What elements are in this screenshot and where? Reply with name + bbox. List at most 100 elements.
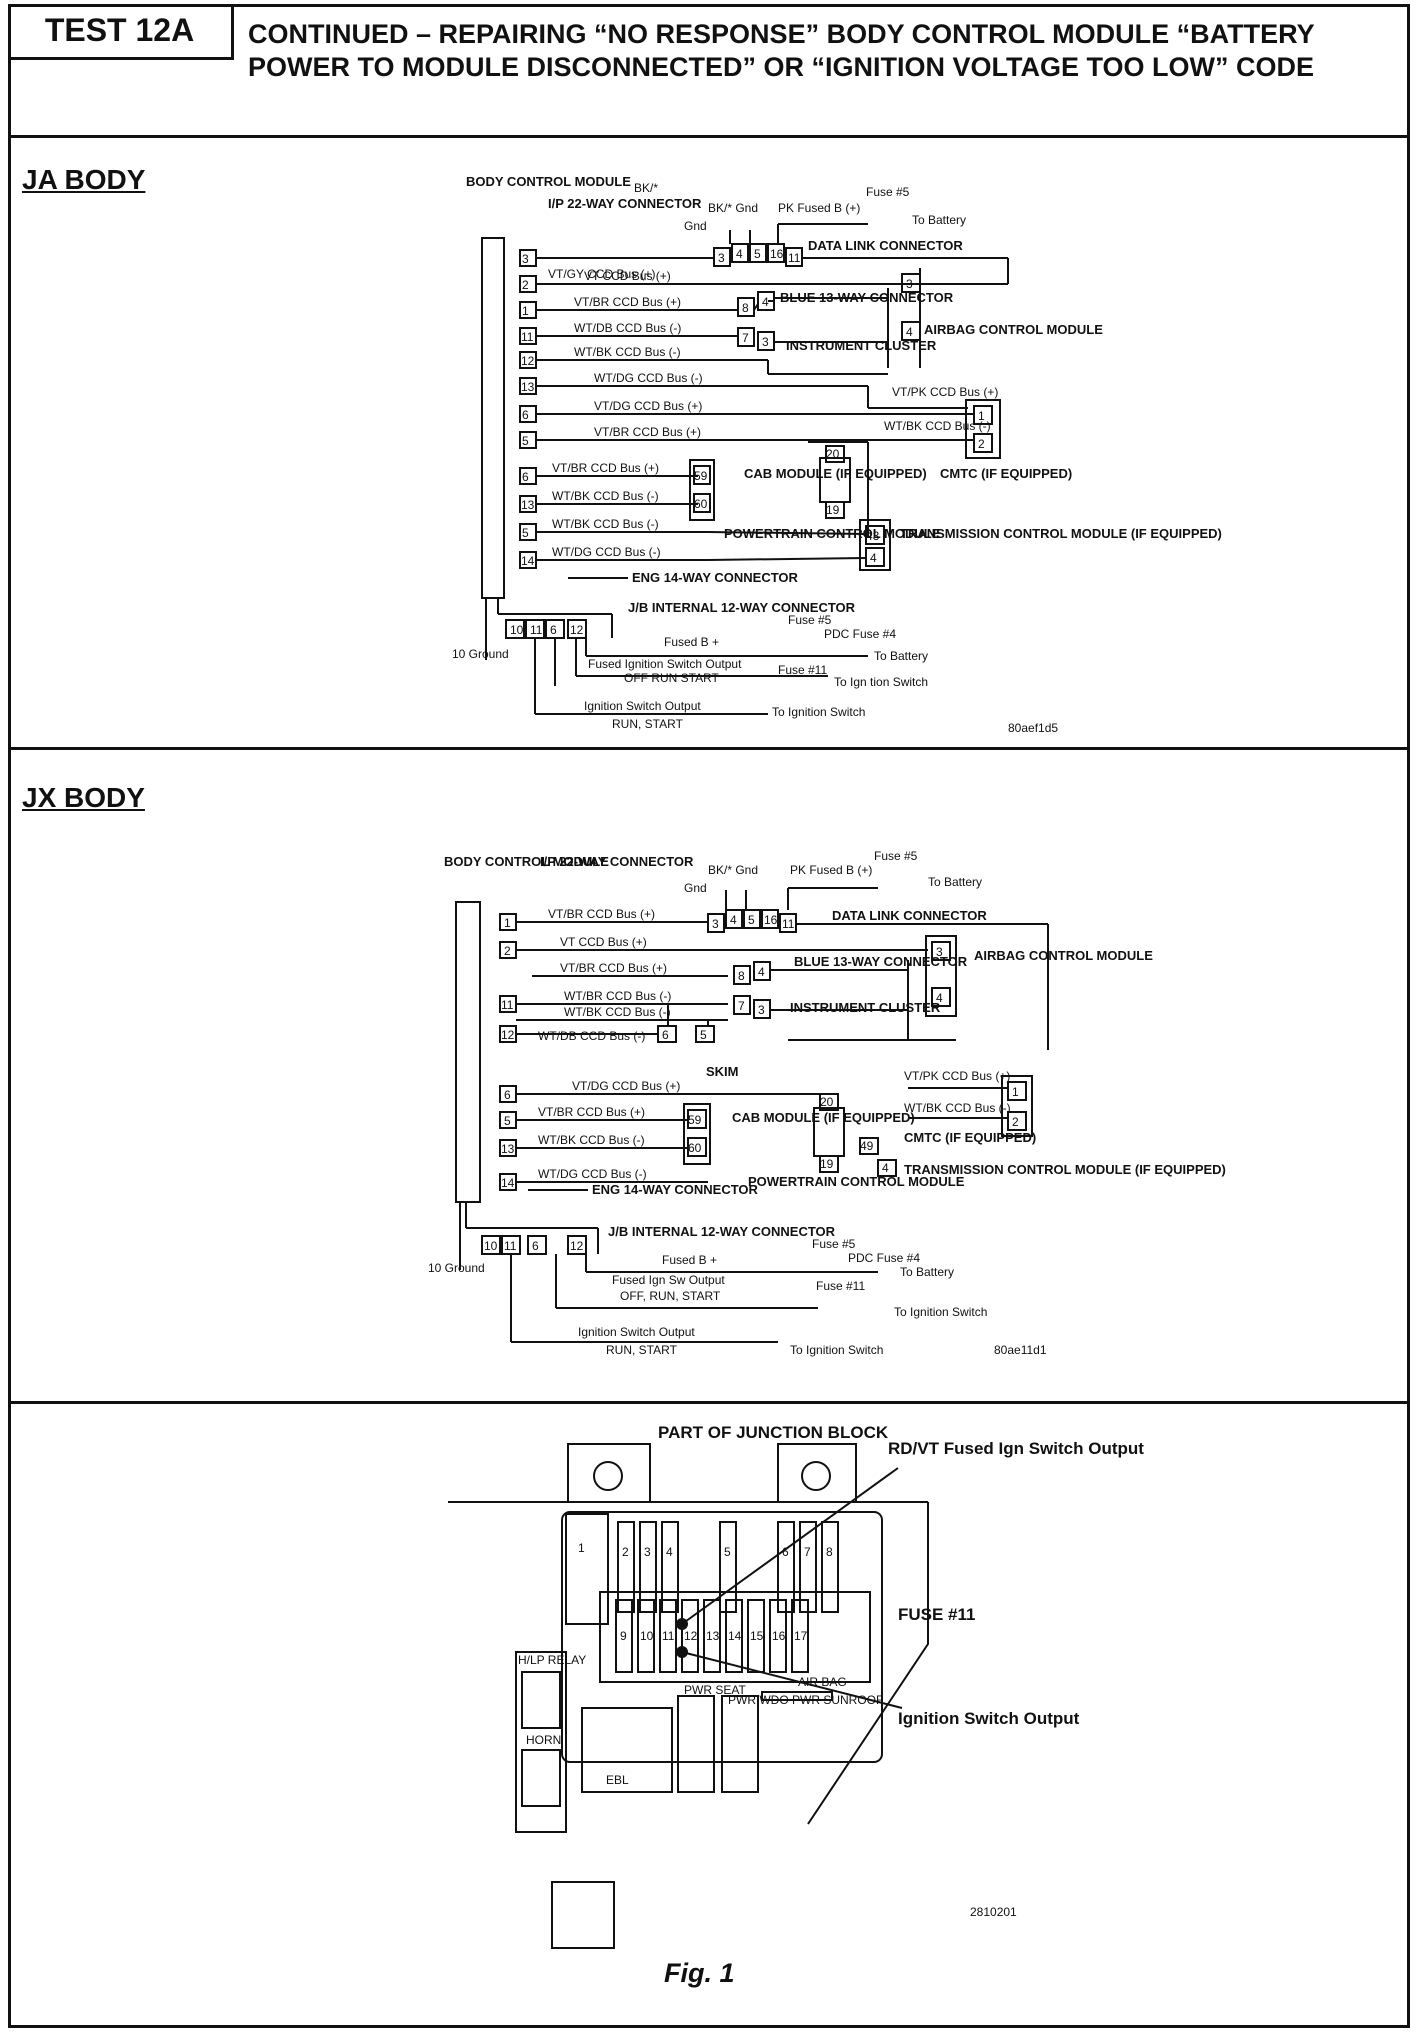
svg-text:11: 11 [521,330,534,344]
svg-text:11: 11 [530,623,543,637]
svg-text:4: 4 [906,325,913,339]
svg-text:11: 11 [788,251,801,265]
page-frame [8,4,1410,2028]
ja-cmtc-wire-1: VT/PK CCD Bus (+) [892,385,998,399]
svg-text:5: 5 [504,1114,511,1128]
svg-text:14: 14 [521,554,535,568]
jx-wire-4: WT/BR CCD Bus (-) [564,989,671,1003]
hlp-relay-label: H/LP RELAY [518,1653,586,1667]
svg-text:4: 4 [882,1161,889,1175]
jx-bcm-label: BODY CONTROL MODULE [444,854,609,869]
jx-bcm-box [455,901,481,1203]
ja-pdc-label: PDC Fuse #4 [824,627,896,641]
ja-wire-6: WT/DG CCD Bus (-) [594,371,703,385]
svg-text:2: 2 [978,437,985,451]
jx-fused-ign-label: Fused Ign Sw Output [612,1273,725,1287]
ja-blue13-label: BLUE 13-WAY CONNECTOR [780,290,954,305]
svg-text:6: 6 [532,1239,539,1253]
jx-body-title: JX BODY [22,782,145,813]
svg-text:12: 12 [521,354,535,368]
svg-text:1: 1 [578,1541,585,1555]
svg-text:5: 5 [522,526,529,540]
jx-wire-5: WT/BK CCD Bus (-) [564,1005,671,1019]
svg-text:10: 10 [640,1629,654,1643]
jx-off-run-label: OFF, RUN, START [620,1289,721,1303]
svg-text:16: 16 [764,913,778,927]
svg-text:5: 5 [700,1028,707,1042]
ja-ground-label: 10 Ground [452,647,509,661]
jx-wire-10: WT/DG CCD Bus (-) [538,1167,647,1181]
svg-text:14: 14 [501,1176,515,1190]
rdvt-callout: RD/VT Fused Ign Switch Output [888,1439,1144,1458]
svg-text:4: 4 [936,991,943,1005]
jx-fused-b-label: Fused B + [662,1253,717,1267]
jx-fuse11-label: Fuse #11 [816,1279,865,1293]
jx-eng14-label: ENG 14-WAY CONNECTOR [592,1182,759,1197]
svg-text:15: 15 [750,1629,764,1643]
ja-ip-label: I/P 22-WAY CONNECTOR [548,196,702,211]
svg-text:6: 6 [504,1088,511,1102]
svg-text:60: 60 [688,1141,702,1155]
ign-switch-callout: Ignition Switch Output [898,1709,1080,1728]
svg-text:5: 5 [748,913,755,927]
ja-to-ign2-label: To Ignition Switch [772,705,865,719]
svg-text:49: 49 [860,1139,874,1153]
svg-text:11: 11 [504,1239,517,1253]
jx-fuse-pdc-label: Fuse #5 [812,1237,856,1251]
svg-text:3: 3 [718,251,725,265]
jx-diagram-code: 80ae11d1 [994,1343,1047,1357]
jx-pcm-label: POWERTRAIN CONTROL MODULE [748,1174,965,1189]
ja-wire-9: VT/BR CCD Bus (+) [552,461,659,475]
jx-pdc-label: PDC Fuse #4 [848,1251,920,1265]
ja-diagram-code: 80aef1d5 [1008,721,1058,735]
ja-cluster-label: INSTRUMENT CLUSTER [786,338,937,353]
svg-text:3: 3 [936,945,943,959]
ja-to-battery-2: To Battery [874,649,928,663]
svg-text:16: 16 [770,247,784,261]
jx-wire-9: WT/BK CCD Bus (-) [538,1133,645,1147]
svg-text:2: 2 [622,1545,629,1559]
fuse11-callout: FUSE #11 [898,1605,976,1624]
jx-cmtc-wire-2: WT/BK CCD Bus (-) [904,1101,1011,1115]
svg-text:1: 1 [504,916,511,930]
jx-dlc-label: DATA LINK CONNECTOR [832,908,987,923]
ja-bcm-box [481,237,505,599]
page-title: CONTINUED – REPAIRING “NO RESPONSE” BODY… [248,19,1315,82]
svg-text:2: 2 [1012,1115,1019,1129]
svg-text:8: 8 [738,969,745,983]
ja-fused-b-label: Fused B + [664,635,719,649]
jx-wire-3: VT/BR CCD Bus (+) [560,961,667,975]
svg-text:59: 59 [694,469,708,483]
svg-text:4: 4 [736,247,743,261]
svg-text:3: 3 [906,277,913,291]
svg-text:3: 3 [762,335,769,349]
jx-cmtc-wire-1: VT/PK CCD Bus (+) [904,1069,1010,1083]
svg-text:17: 17 [794,1629,808,1643]
svg-text:11: 11 [782,917,795,931]
jx-gnd-label: Gnd [684,881,707,895]
junction-block-title: PART OF JUNCTION BLOCK [658,1423,889,1442]
ja-dlc-label: DATA LINK CONNECTOR [808,238,963,253]
jx-pk-label: PK Fused B (+) [790,863,872,877]
jx-to-ign2-label: To Ignition Switch [790,1343,883,1357]
ja-jb-label: J/B INTERNAL 12-WAY CONNECTOR [628,600,856,615]
jx-wire-6: WT/DB CCD Bus (-) [538,1029,645,1043]
svg-text:1: 1 [1012,1085,1019,1099]
svg-text:14: 14 [728,1629,742,1643]
jx-to-battery-2: To Battery [900,1265,954,1279]
jx-bk-label: BK/* Gnd [708,863,758,877]
jx-ground-label: 10 Ground [428,1261,485,1275]
svg-text:3: 3 [644,1545,651,1559]
header: TEST 12A CONTINUED – REPAIRING “NO RESPO… [8,4,1410,138]
ja-fused-ign-label: Fused Ignition Switch Output [588,657,742,671]
jx-to-battery-label: To Battery [928,875,982,889]
jx-ign-out-label: Ignition Switch Output [578,1325,695,1339]
svg-text:12: 12 [501,1028,515,1042]
svg-text:19: 19 [820,1157,834,1171]
ja-to-battery-label: To Battery [912,213,966,227]
ja-fuse5-label: Fuse #5 [866,185,910,199]
ja-body-section: JA BODY [8,138,1410,750]
svg-text:9: 9 [620,1629,627,1643]
